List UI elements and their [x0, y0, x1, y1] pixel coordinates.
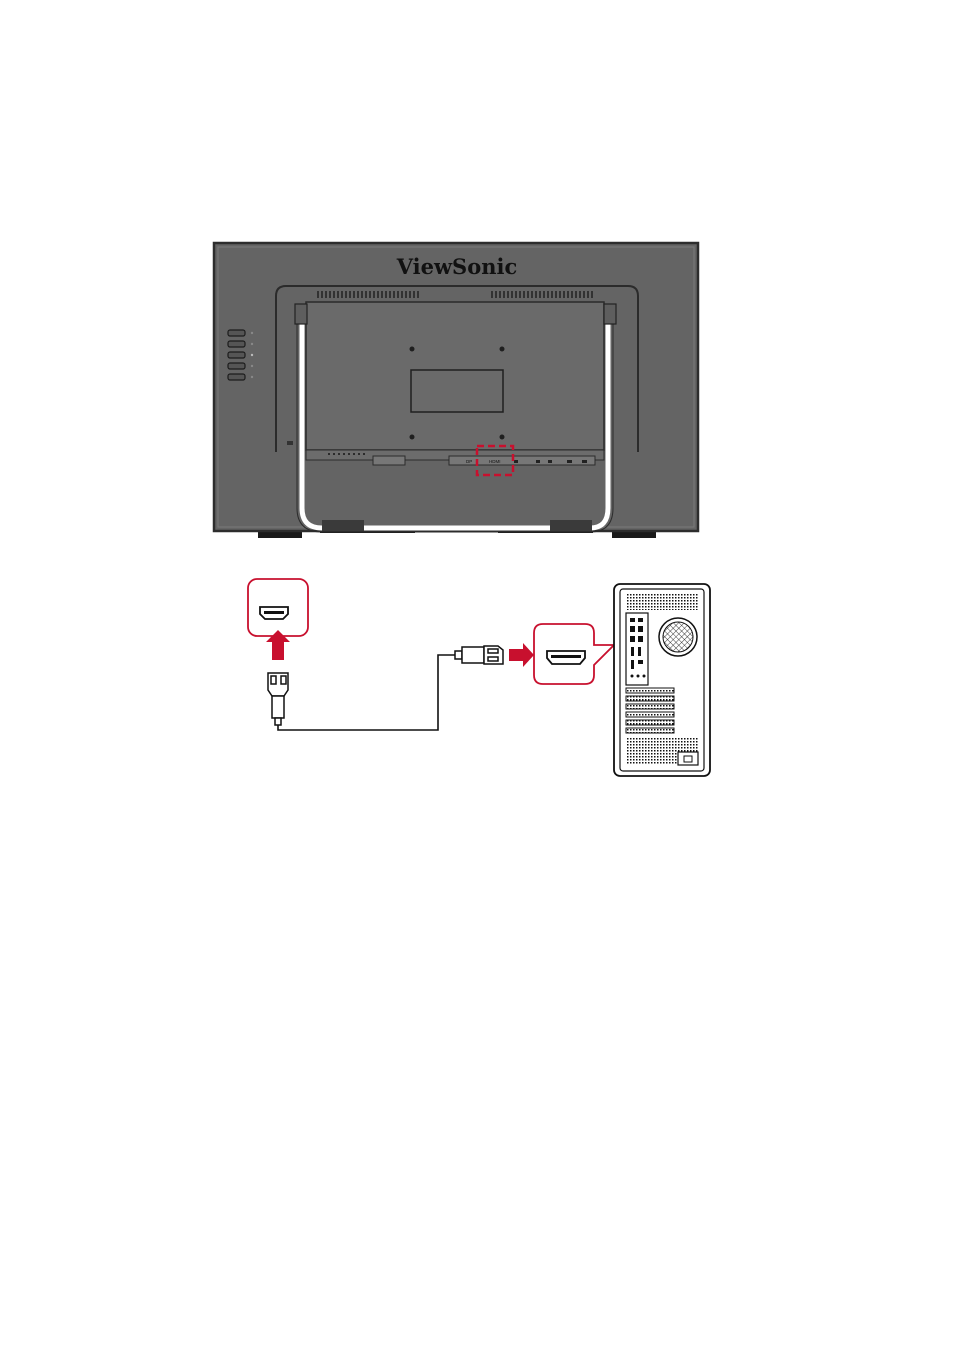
monitor-brand-logo: ViewSonic [396, 254, 518, 279]
stand-pad-left [322, 520, 364, 531]
monitor-rear-view: ViewSonic [214, 243, 698, 538]
stand-hinge-right [604, 304, 616, 324]
monitor-hdmi-callout [248, 579, 308, 636]
hdmi-cable [278, 655, 455, 730]
hdmi-plug-icon-right [455, 646, 503, 664]
rear-label-plate [411, 370, 503, 412]
computer-hdmi-callout [534, 624, 614, 684]
pc-tower-icon [614, 584, 710, 776]
right-arrow-icon [509, 643, 534, 667]
pc-top-vent [626, 594, 698, 610]
pc-power-socket [678, 752, 698, 765]
pc-io-panel [626, 613, 648, 685]
stand-hinge-left [295, 304, 307, 324]
port-label-hdmi: HDMI [489, 459, 501, 464]
kensington-slot [287, 441, 293, 445]
hdmi-plug-icon [268, 673, 288, 725]
power-port [373, 456, 405, 465]
pc-fan [659, 618, 697, 656]
stand-pad-right [550, 520, 592, 531]
port-label-dp: DP [466, 459, 472, 464]
